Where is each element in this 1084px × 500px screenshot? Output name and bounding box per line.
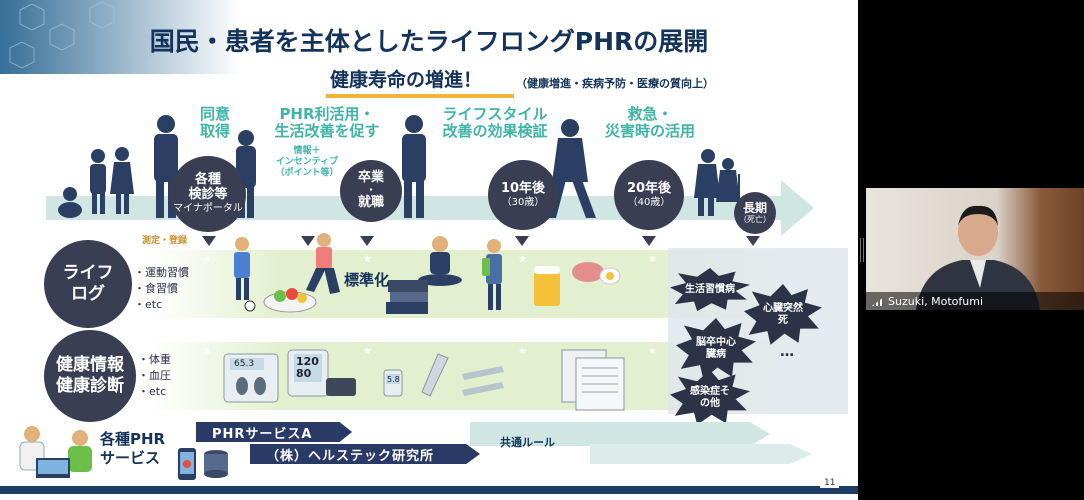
lifelog-illustrations [234, 233, 621, 314]
participant-video-tile[interactable]: Suzuki, Motofumi [866, 188, 1084, 310]
common-rule-label: 共通ルール [500, 436, 555, 449]
svg-text:★: ★ [363, 254, 372, 265]
services-illustration [19, 426, 92, 478]
incentive-note: 情報＋インセンティブ（ポイント等） [275, 146, 339, 178]
stage-label-lifestyle: ライフスタイル改善の効果検証 [442, 105, 548, 141]
health-devices [223, 349, 625, 411]
timeline-arrow [46, 180, 814, 236]
lifelog-bullets: ・運動習慣・食習慣・etc [134, 266, 189, 311]
goal-underline [326, 94, 514, 98]
health-info-bullets: ・体重・血圧・etc [138, 353, 171, 398]
milestone-20-years: 20年後（40歳） [614, 160, 684, 230]
phr-service-a-tab: PHRサービスA [196, 422, 352, 442]
service-icons [178, 448, 228, 480]
milestone-checkup: 各種検診等マイナポータル [170, 156, 246, 232]
svg-text:★: ★ [203, 346, 212, 357]
participant-name-caption: Suzuki, Motofumi [866, 292, 1084, 310]
down-arrows [202, 236, 760, 246]
health-info-label: 健康情報健康診断 [44, 330, 136, 422]
svg-text:★: ★ [518, 346, 527, 357]
hex-pattern-decoration [0, 0, 240, 74]
slide-title: 国民・患者を主体としたライフロングPHRの展開 [149, 27, 709, 56]
standardize-label: 標準化 [344, 271, 390, 289]
milestone-graduation: 卒業・就職 [340, 160, 402, 222]
goal-note: （健康増進・疾病予防・医療の質向上） [516, 77, 714, 90]
lifelog-label: ライフログ [44, 240, 132, 328]
shared-slide: 国民・患者を主体としたライフロングPHRの展開 健康寿命の増進！ （健康増進・疾… [0, 0, 858, 500]
slide-bottom-bar [0, 486, 858, 494]
svg-text:★: ★ [518, 254, 527, 265]
stage-label-phr-use: PHR利活用・生活改善を促す [274, 105, 380, 141]
more-ellipsis: … [780, 344, 794, 360]
stage-label-consent: 同意取得 [199, 105, 230, 141]
svg-text:★: ★ [203, 254, 212, 265]
health-tech-lab-tab: （株）ヘルステック研究所 [250, 444, 480, 464]
stage-label-emergency: 救急・災害時の活用 [604, 105, 695, 141]
svg-text:★: ★ [363, 346, 372, 357]
milestone-long-term: 長期（死亡） [734, 192, 776, 234]
measure-register-label: 測定・登録 [142, 236, 188, 246]
common-rule-arrows [470, 422, 812, 464]
glucose-reading: 5.8 [387, 375, 400, 384]
star-markers: ★ ★ ★ ★ ★ ★ ★ ★ [203, 254, 657, 357]
panel-resize-handle[interactable] [860, 238, 864, 262]
page-number: 11 [820, 478, 840, 489]
scale-reading: 65.3 [234, 359, 255, 369]
participant-name: Suzuki, Motofumi [888, 294, 983, 308]
goal-text: 健康寿命の増進！ [330, 69, 483, 91]
signal-bars-icon [872, 297, 884, 306]
svg-text:★: ★ [648, 346, 657, 357]
svg-text:★: ★ [648, 254, 657, 265]
milestone-10-years: 10年後（30歳） [488, 160, 558, 230]
